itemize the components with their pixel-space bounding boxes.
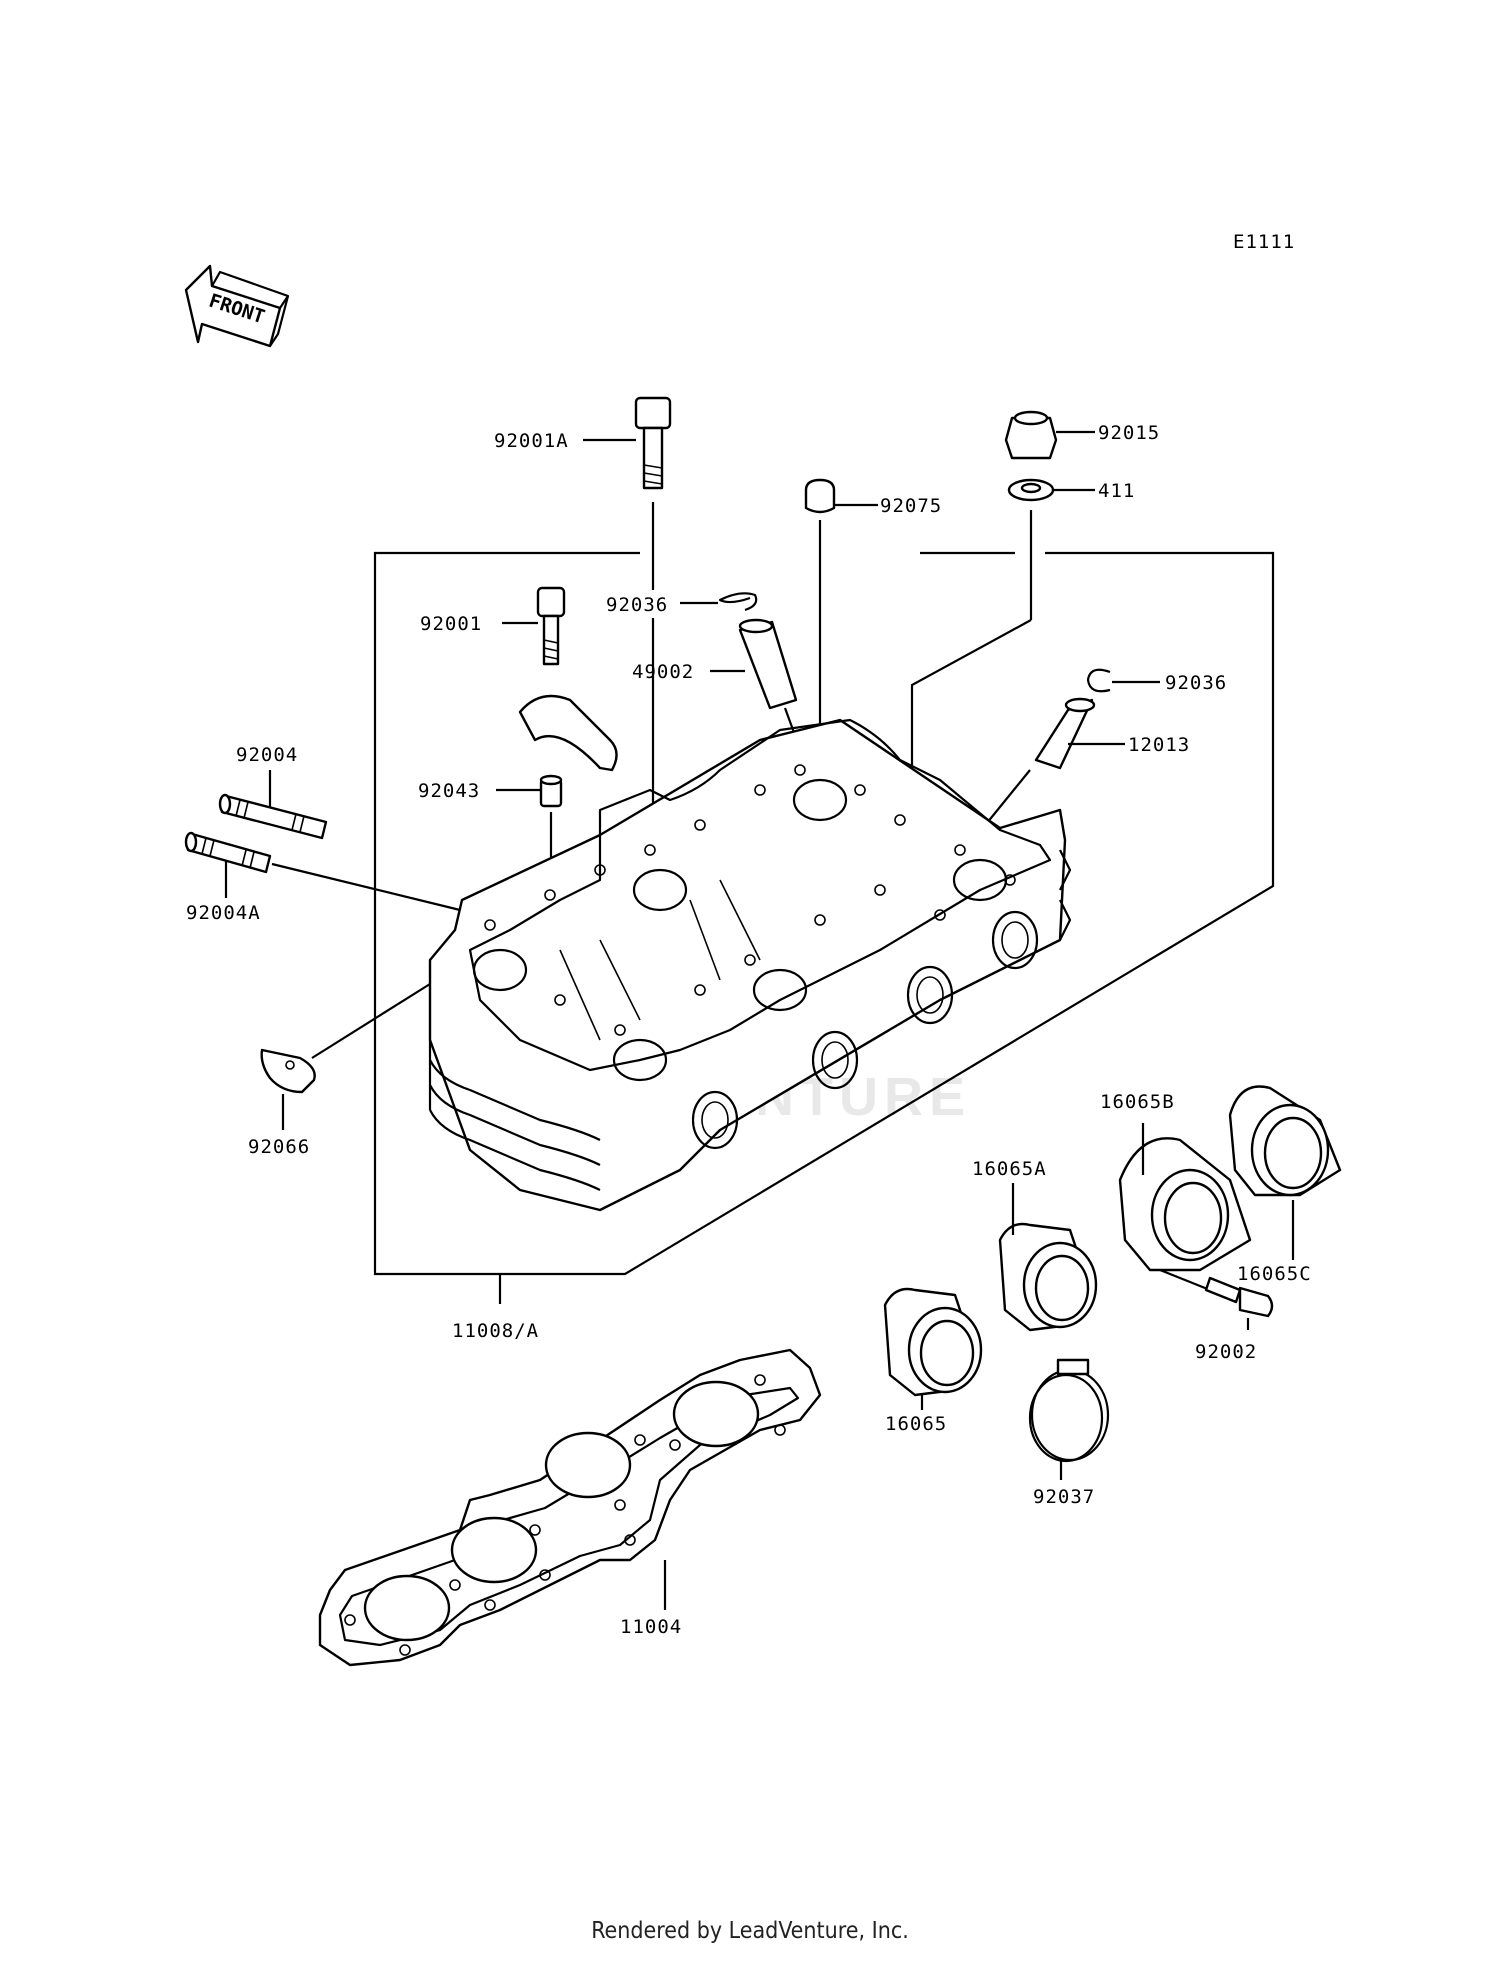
front-arrow-icon: FRONT [184,264,290,348]
stud-92004 [218,770,328,840]
bolt-92001 [502,586,566,666]
label-411: 411 [1098,480,1135,502]
footer-credit: Rendered by LeadVenture, Inc. [591,1918,909,1944]
label-92036-right: 92036 [1165,672,1227,694]
clip-92036-upper [680,592,758,612]
label-92036-upper: 92036 [606,594,668,616]
bolt-92002 [1204,1276,1274,1330]
label-92004A: 92004A [186,902,261,924]
label-92002: 92002 [1195,1341,1257,1363]
label-92001A: 92001A [494,430,569,452]
holder-16065B [1118,1123,1252,1292]
label-12013: 12013 [1128,734,1190,756]
washer-411 [910,478,1095,870]
holder-16065A [998,1183,1098,1332]
label-92001: 92001 [420,613,482,635]
label-92015: 92015 [1098,422,1160,444]
label-11004: 11004 [620,1616,682,1638]
holder-16065C [1228,1085,1342,1260]
holder-16065 [883,1287,983,1410]
cylinder-head [428,718,1072,1212]
stud-92004A [184,831,461,912]
assembly-bracket [373,551,1275,1304]
label-92043: 92043 [418,780,480,802]
label-92075: 92075 [880,495,942,517]
gasket-11004 [318,1348,822,1667]
label-49002: 49002 [632,661,694,683]
label-16065C: 16065C [1237,1263,1312,1285]
label-92004: 92004 [236,744,298,766]
label-16065A: 16065A [972,1158,1047,1180]
label-92066: 92066 [248,1136,310,1158]
nut-92015 [1004,410,1095,460]
cam-cap [518,694,618,772]
diagram-code: E1111 [1233,231,1295,253]
label-16065B: 16065B [1100,1091,1175,1113]
clamp-92037 [1028,1358,1110,1480]
label-16065: 16065 [885,1413,947,1435]
label-11008A: 11008/A [452,1320,539,1342]
label-92037: 92037 [1033,1486,1095,1508]
plug-92066 [260,983,431,1130]
clip-92036-right [1086,668,1160,693]
